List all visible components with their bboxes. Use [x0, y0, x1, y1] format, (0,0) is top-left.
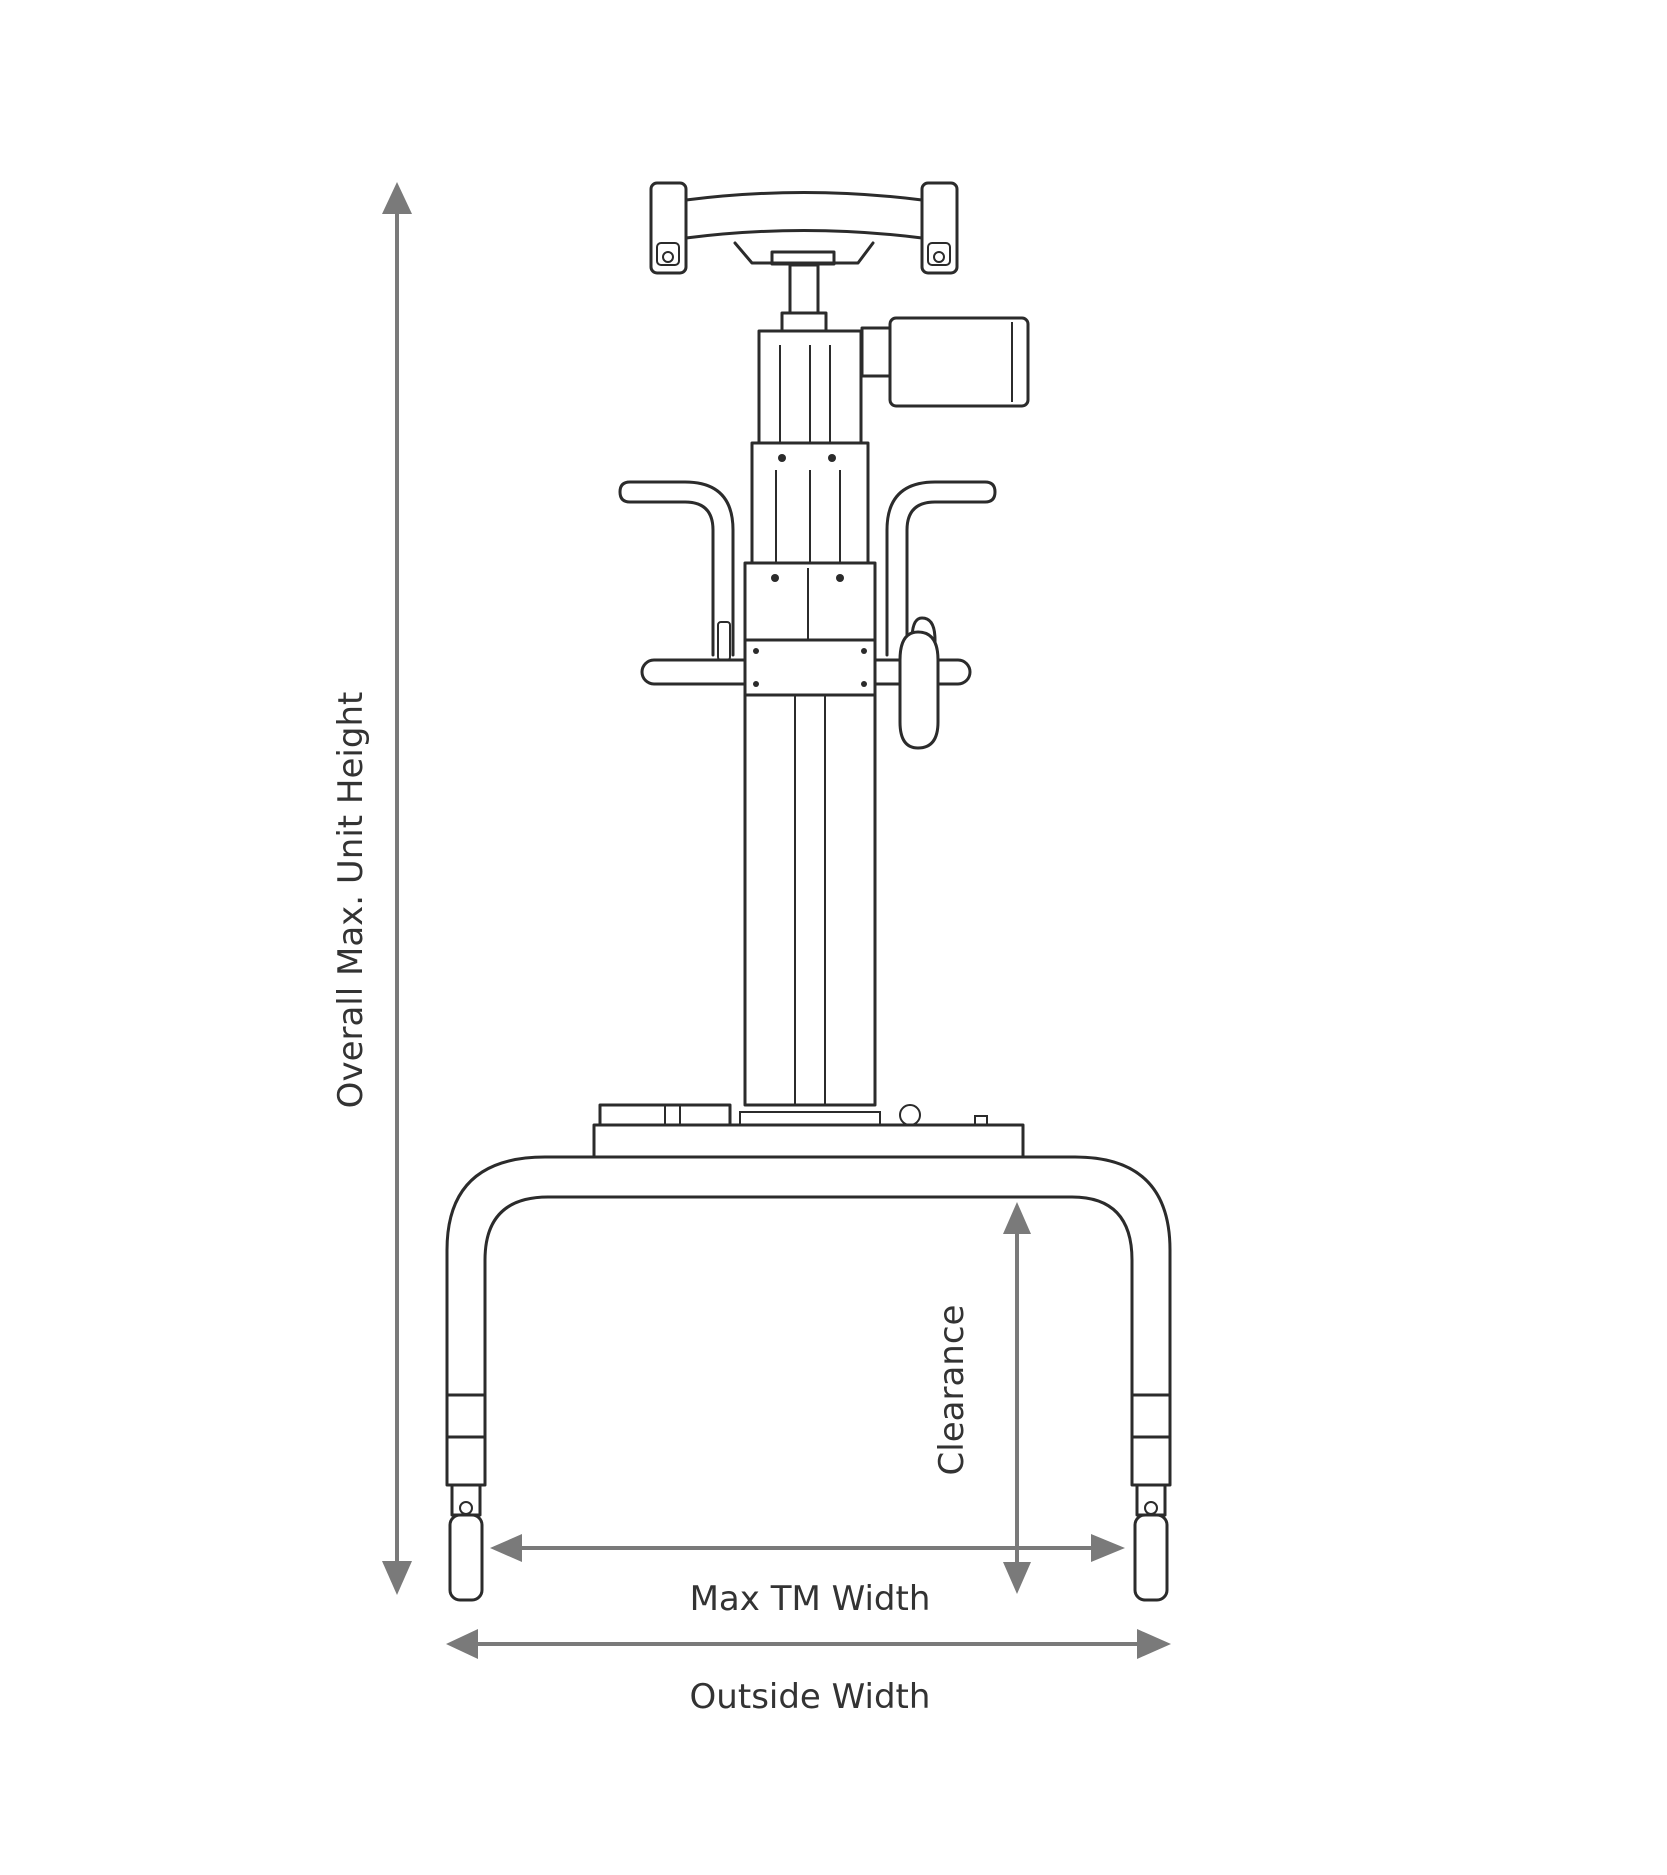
base-housing	[592, 1103, 1025, 1159]
overall-height-dimension: Overall Max. Unit Height	[331, 182, 412, 1595]
outside-width-label: Outside Width	[690, 1677, 931, 1717]
spreader-bar	[649, 181, 959, 333]
max-tm-width-dimension: Max TM Width	[490, 1534, 1125, 1619]
clearance-label: Clearance	[932, 1305, 972, 1476]
clearance-dimension: Clearance	[932, 1202, 1031, 1594]
max-tm-width-label: Max TM Width	[690, 1579, 931, 1619]
overall-height-label: Overall Max. Unit Height	[331, 692, 371, 1109]
control-box	[860, 316, 1030, 408]
casters	[448, 1483, 1169, 1602]
outside-width-dimension: Outside Width	[446, 1629, 1171, 1717]
mast	[743, 329, 877, 1107]
patient-lift-drawing	[445, 181, 1172, 1602]
push-handles	[618, 480, 997, 697]
hand-pendant	[898, 616, 940, 750]
base-frame	[445, 1155, 1172, 1487]
